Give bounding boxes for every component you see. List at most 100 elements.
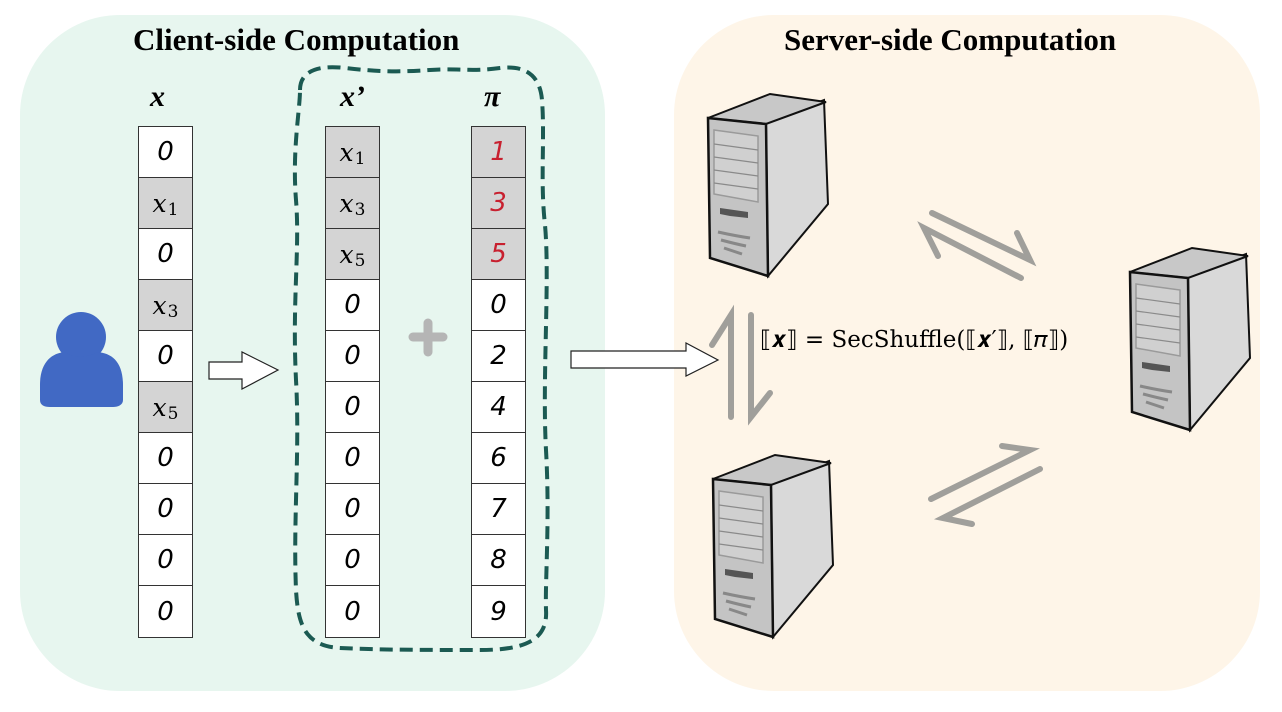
exchange-arrows-top-icon bbox=[917, 210, 1037, 281]
cell-subscript: 3 bbox=[354, 200, 366, 220]
server-drive-line bbox=[1135, 336, 1181, 344]
plus-icon bbox=[408, 318, 448, 357]
cell-subscript: 3 bbox=[167, 302, 179, 322]
cell-value: 0 bbox=[344, 341, 361, 371]
cell-value: 3 bbox=[490, 188, 507, 218]
server-vent bbox=[1139, 384, 1173, 394]
cell-value: 5 bbox=[490, 239, 507, 269]
cell-variable: x bbox=[152, 188, 167, 218]
cell-value: 0 bbox=[344, 443, 361, 473]
cell-value: 2 bbox=[490, 341, 507, 371]
cell-value: 4 bbox=[490, 392, 507, 422]
cell-variable: x bbox=[339, 137, 354, 167]
server-drive-line bbox=[1135, 310, 1181, 318]
server-drive-panel bbox=[713, 129, 759, 203]
cell-value: 7 bbox=[490, 494, 507, 524]
vector-cell: 5 bbox=[472, 229, 525, 280]
vector-cell: 0 bbox=[326, 535, 379, 586]
cell-value: 0 bbox=[157, 239, 174, 269]
server-vent bbox=[723, 246, 743, 256]
vector-cell: 3 bbox=[472, 178, 525, 229]
server-drive-line bbox=[718, 504, 764, 512]
user-icon bbox=[40, 312, 123, 407]
server-drive-line bbox=[713, 143, 759, 151]
server-drive-line bbox=[713, 156, 759, 164]
cell-value: 0 bbox=[344, 494, 361, 524]
cell-value: 0 bbox=[157, 137, 174, 167]
server-side-face bbox=[764, 98, 830, 279]
server-drive-line bbox=[1135, 323, 1181, 331]
vector-cell: 6 bbox=[472, 433, 525, 484]
server-vent bbox=[728, 607, 748, 617]
exchange-arrows-vertical-icon bbox=[709, 304, 773, 426]
cell-value: 0 bbox=[344, 596, 361, 627]
vector-cell: 0 bbox=[472, 280, 525, 331]
vector-cell: 0 bbox=[139, 331, 192, 382]
server-drive-line bbox=[718, 517, 764, 525]
server-icon bbox=[706, 92, 830, 279]
server-vent bbox=[722, 591, 756, 601]
pi-vector-label: π bbox=[484, 80, 501, 113]
cell-subscript: 1 bbox=[167, 200, 179, 220]
vector-cell: 0 bbox=[326, 586, 379, 637]
cell-value: 0 bbox=[157, 494, 174, 524]
cell-value: 0 bbox=[157, 341, 174, 371]
server-drive-line bbox=[713, 169, 759, 177]
vector-cell: 0 bbox=[326, 433, 379, 484]
server-icon bbox=[711, 453, 835, 640]
cell-value: 0 bbox=[344, 545, 361, 575]
vector-cell: 0 bbox=[139, 127, 192, 178]
server-vent bbox=[1145, 400, 1165, 410]
secshuffle-formula: ⟦𝒙⟧ = SecShuffle(⟦𝒙′⟧, ⟦𝜋⟧) bbox=[760, 327, 1069, 353]
server-drive-line bbox=[718, 543, 764, 551]
server-vent bbox=[1142, 392, 1169, 402]
cell-variable: x bbox=[339, 188, 354, 218]
vector-cell: 0 bbox=[326, 382, 379, 433]
server-slot bbox=[1142, 362, 1170, 372]
cell-value: 9 bbox=[490, 596, 507, 627]
server-vent bbox=[720, 238, 747, 248]
vector-cell: 7 bbox=[472, 484, 525, 535]
vector-cell: 0 bbox=[326, 280, 379, 331]
cell-subscript: 5 bbox=[167, 404, 179, 424]
server-vent bbox=[717, 230, 751, 240]
vector-cell: 1 bbox=[472, 127, 525, 178]
server-icon bbox=[1128, 246, 1252, 433]
vector-cell: 0 bbox=[139, 433, 192, 484]
client-panel-title: Client-side Computation bbox=[133, 22, 460, 57]
vector-cell: 0 bbox=[326, 331, 379, 382]
server-drive-line bbox=[713, 182, 759, 190]
send-to-server-arrow-icon bbox=[570, 342, 720, 377]
cell-value: 0 bbox=[157, 545, 174, 575]
cell-value: 0 bbox=[157, 596, 174, 627]
vector-cell: 9 bbox=[472, 586, 525, 637]
pi-vector-column: 1 3 5 0 2 4 6 7 8 9 bbox=[471, 126, 526, 638]
server-side-face bbox=[769, 459, 835, 640]
x-prime-vector-label: x’ bbox=[340, 80, 365, 113]
vector-cell: 0 bbox=[326, 484, 379, 535]
server-panel-title: Server-side Computation bbox=[784, 22, 1117, 57]
cell-value: 1 bbox=[490, 137, 507, 167]
server-slot bbox=[720, 208, 748, 218]
server-drive-line bbox=[718, 530, 764, 538]
vector-cell: 8 bbox=[472, 535, 525, 586]
cell-subscript: 1 bbox=[354, 149, 366, 169]
vector-cell: 0 bbox=[139, 535, 192, 586]
vector-cell: 0 bbox=[139, 484, 192, 535]
cell-variable: x bbox=[339, 239, 354, 269]
cell-value: 8 bbox=[490, 545, 507, 575]
x-vector-label: x bbox=[150, 80, 165, 113]
cell-variable: x bbox=[152, 392, 167, 422]
server-drive-line bbox=[1135, 297, 1181, 305]
cell-value: 0 bbox=[344, 290, 361, 320]
server-side-face bbox=[1186, 252, 1252, 433]
server-vent bbox=[725, 599, 752, 609]
cell-value: 0 bbox=[157, 443, 174, 473]
server-drive-panel bbox=[1135, 283, 1181, 357]
